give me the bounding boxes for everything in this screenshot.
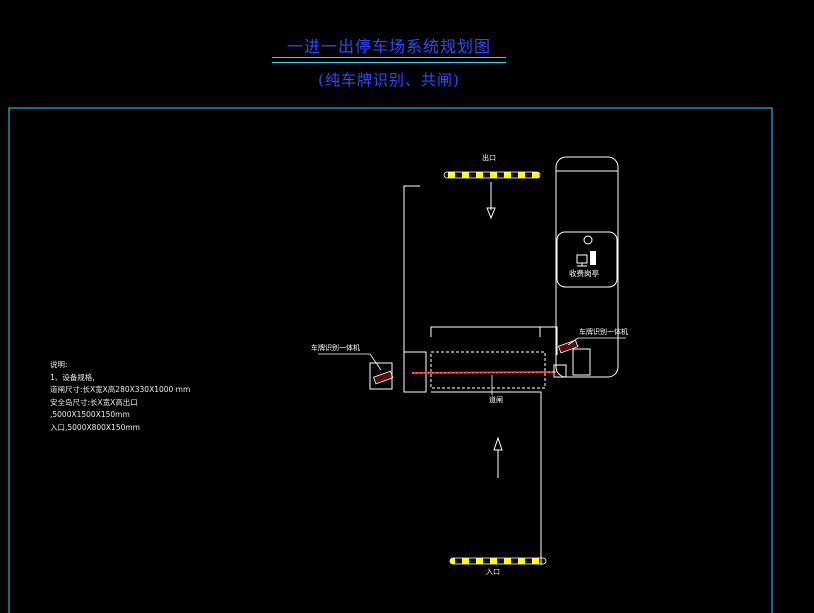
title-underline-2 bbox=[272, 62, 506, 63]
notes-line: 入口,5000X800X150mm bbox=[50, 422, 140, 432]
drawing-frame bbox=[8, 107, 773, 613]
lpr-camera-right bbox=[558, 339, 579, 354]
title-underline bbox=[272, 57, 506, 58]
diagram-subtitle: (纯车牌识别、共闸) bbox=[318, 71, 460, 89]
entrance-direction-arrow bbox=[493, 436, 503, 478]
notes-line: 1、设备规格, bbox=[50, 372, 95, 382]
computer-icon bbox=[576, 254, 588, 267]
gate-cabinet bbox=[553, 364, 567, 378]
notes-line: 道闸尺寸:长X宽X高280X330X1000 mm bbox=[50, 385, 191, 394]
lpr-right-label: 车牌识别一体机 bbox=[579, 328, 628, 336]
chair-icon bbox=[590, 251, 596, 265]
lane-boundary-left bbox=[403, 185, 427, 393]
notes-line: 安全岛尺寸:长X宽X高出口 bbox=[50, 397, 138, 407]
diagram-title: 一进一出停车场系统规划图 bbox=[286, 37, 491, 56]
exit-direction-arrow bbox=[486, 182, 496, 220]
booth-outline bbox=[555, 156, 619, 378]
exit-barrier bbox=[443, 171, 541, 179]
lpr-camera-left bbox=[373, 370, 394, 385]
notes-heading: 说明: bbox=[50, 360, 68, 369]
entrance-label: 入口 bbox=[486, 568, 500, 576]
notes-block: 说明: 1、设备规格, 道闸尺寸:长X宽X高280X330X1000 mm 安全… bbox=[50, 359, 190, 434]
lpr-left-label: 车牌识别一体机 bbox=[311, 344, 360, 352]
leader-lines bbox=[318, 337, 626, 395]
exit-label: 出口 bbox=[482, 154, 496, 162]
entrance-barrier bbox=[449, 557, 547, 565]
lpr-mount-left bbox=[369, 362, 393, 390]
gate-label: 道闸 bbox=[489, 396, 503, 404]
safety-island bbox=[430, 326, 558, 565]
booth-label: 收费岗亭 bbox=[569, 269, 599, 278]
notes-line: ,5000X1500X150mm bbox=[50, 410, 130, 419]
